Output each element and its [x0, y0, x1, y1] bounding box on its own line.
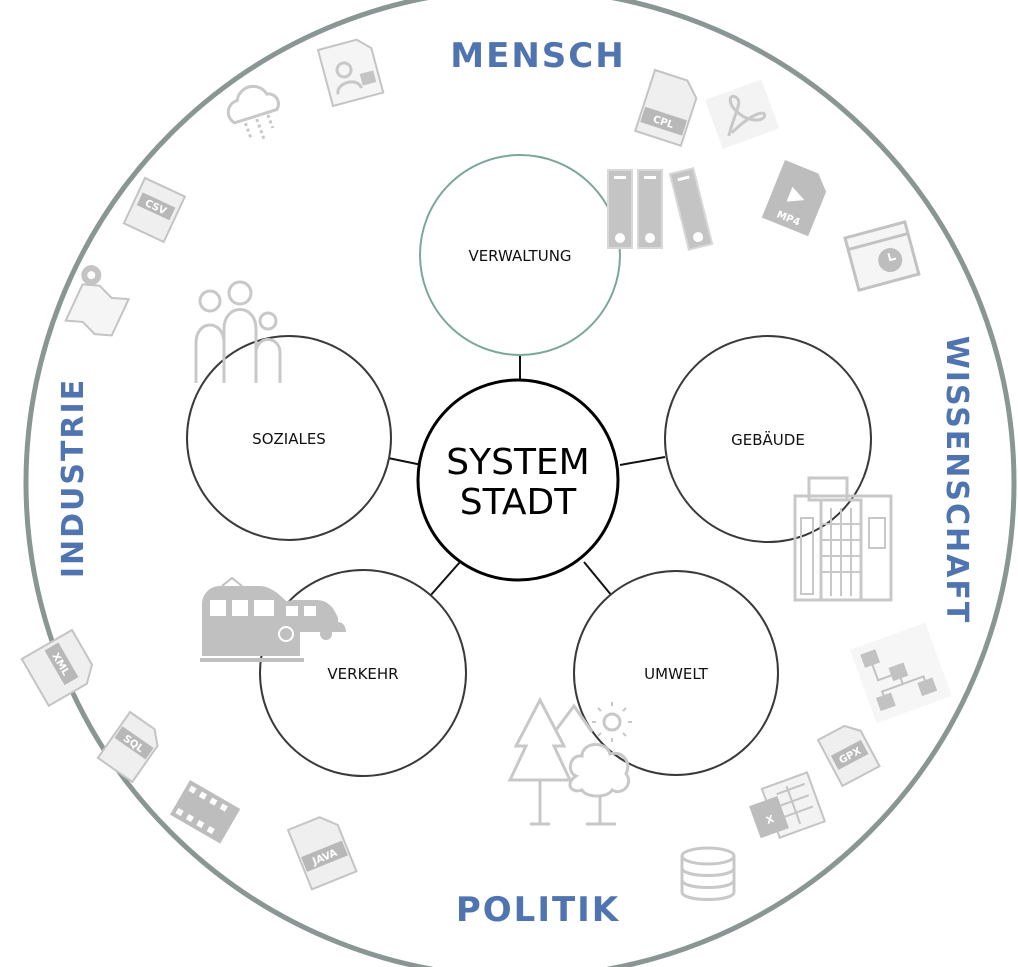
csv-file-icon: CSV	[122, 176, 187, 244]
topic-gebaeude-label: GEBÄUDE	[731, 430, 805, 449]
user-lock-icon	[316, 38, 385, 108]
java-file-icon: JAVA	[286, 816, 358, 891]
topic-verkehr-label: VERKEHR	[327, 665, 398, 683]
topic-soziales: SOZIALES	[186, 335, 392, 541]
connector-umwelt	[583, 561, 613, 597]
calendar-clock-icon	[843, 220, 921, 292]
topic-gebaeude: GEBÄUDE	[664, 335, 872, 543]
connector-gebaeude	[619, 456, 666, 466]
flowchart-icon	[850, 622, 952, 724]
connector-verkehr	[429, 561, 461, 597]
binders-icon	[607, 166, 714, 251]
film-icon	[170, 780, 241, 844]
excel-file-icon: X	[749, 771, 827, 839]
center-line-2: STADT	[460, 482, 577, 523]
cpl-file-icon: CPL	[633, 68, 698, 147]
center-system-stadt: SYSTEM STADT	[416, 378, 620, 582]
database-icon	[680, 846, 736, 901]
map-pin-icon	[64, 265, 131, 337]
nature-icon	[507, 696, 632, 826]
pdf-icon	[705, 79, 780, 149]
center-line-1: SYSTEM	[446, 442, 590, 483]
building-icon	[793, 476, 893, 602]
mp4-file-icon: MP4	[761, 160, 827, 237]
topic-umwelt: UMWELT	[573, 570, 779, 776]
topic-verwaltung: VERWALTUNG	[419, 154, 621, 356]
outer-label-wissenschaft: WISSENSCHAFT	[939, 336, 974, 625]
outer-label-politik: POLITIK	[456, 890, 620, 930]
outer-label-industrie: INDUSTRIE	[56, 378, 91, 578]
topic-soziales-label: SOZIALES	[252, 430, 326, 448]
sql-file-icon: SQL	[96, 710, 159, 784]
cloud-network-icon	[226, 84, 280, 141]
train-cars-icon	[200, 576, 346, 662]
svg-text:X: X	[765, 814, 776, 827]
topic-verwaltung-label: VERWALTUNG	[468, 247, 571, 265]
family-icon	[194, 280, 282, 383]
outer-label-mensch: MENSCH	[450, 36, 625, 76]
topic-umwelt-label: UMWELT	[644, 665, 709, 683]
connector-soziales	[387, 457, 423, 466]
gpx-file-icon: GPX	[816, 724, 881, 788]
xml-file-icon: XML	[20, 628, 94, 708]
